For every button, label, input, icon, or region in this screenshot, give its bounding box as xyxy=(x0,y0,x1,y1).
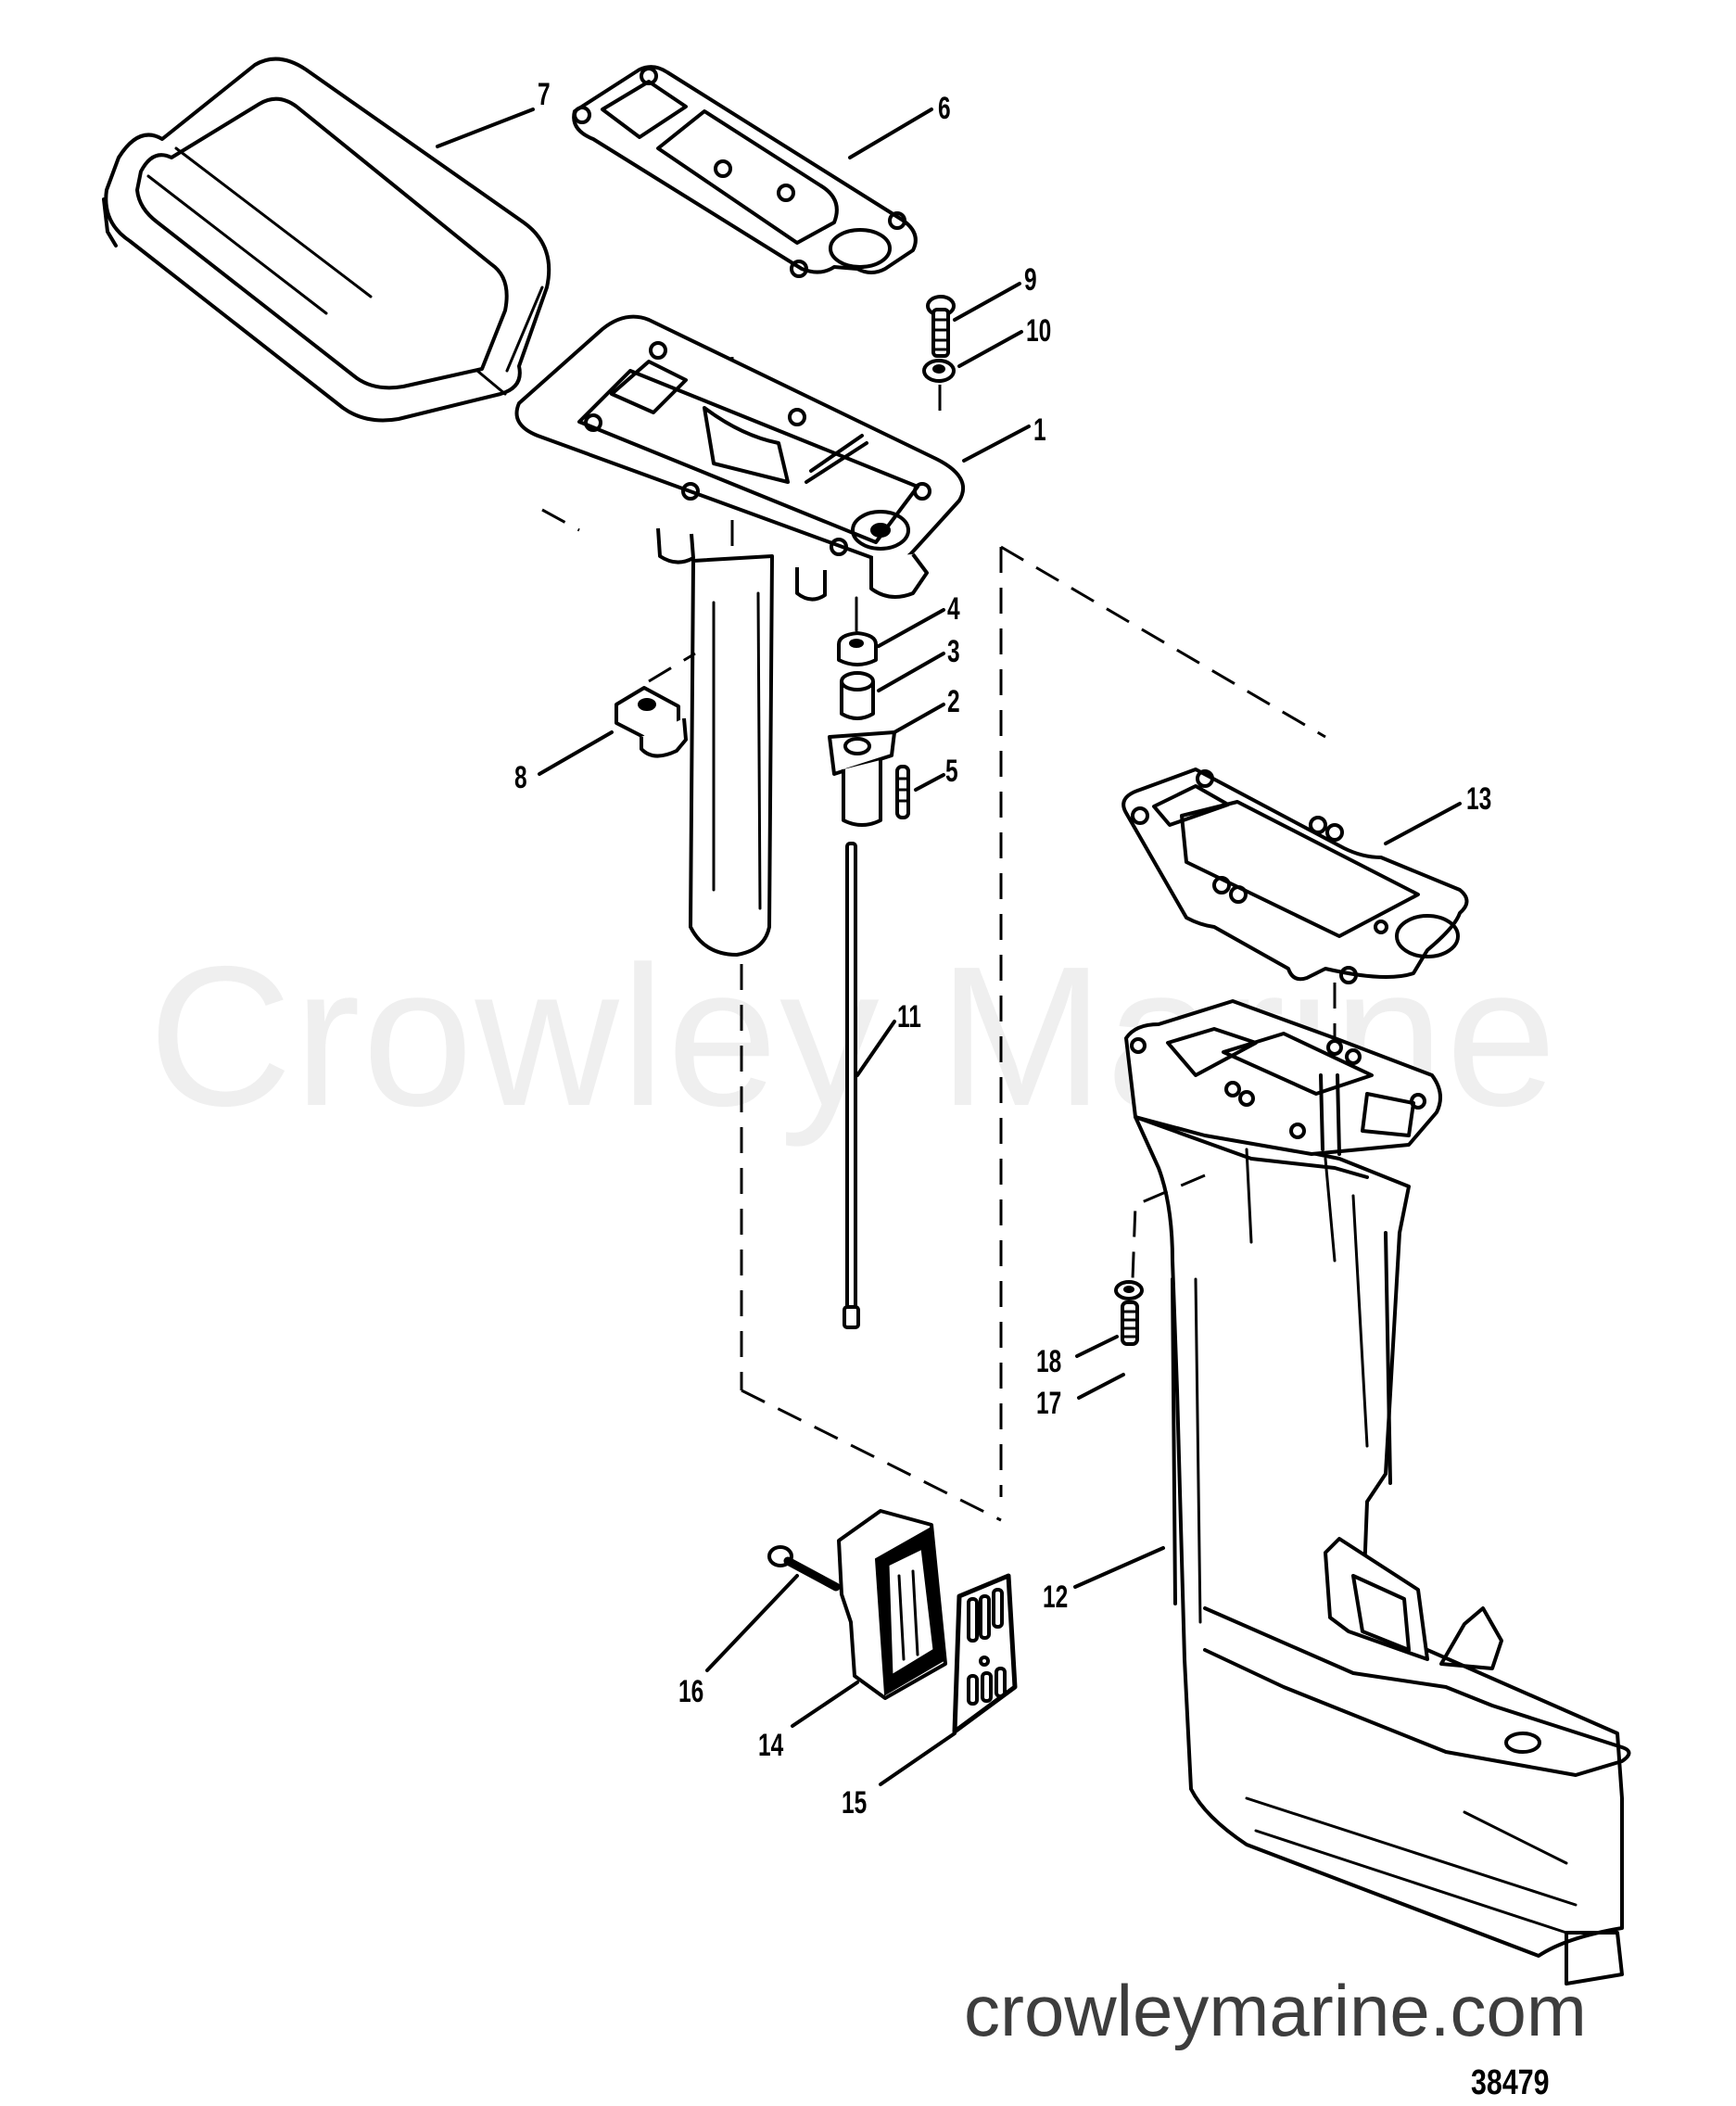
callout-4: 4 xyxy=(947,591,960,627)
callout-3: 3 xyxy=(947,634,960,669)
alignment-line xyxy=(1000,545,1326,739)
part-3-bushing xyxy=(840,671,875,720)
diagram-number: 38479 xyxy=(1471,2063,1550,2102)
callout-9: 9 xyxy=(1024,262,1037,298)
callout-10: 10 xyxy=(1026,313,1052,349)
callout-14: 14 xyxy=(758,1728,784,1763)
leader-line-12 xyxy=(1073,1546,1165,1589)
callout-2: 2 xyxy=(947,684,960,719)
alignment-line xyxy=(741,1389,1002,1522)
part-6-gasket-upper xyxy=(572,65,918,278)
leader-line-16 xyxy=(705,1574,799,1672)
callout-17: 17 xyxy=(1036,1386,1062,1421)
leader-line-4 xyxy=(877,608,945,648)
callout-13: 13 xyxy=(1466,781,1492,817)
callout-1: 1 xyxy=(1033,412,1046,448)
callout-11: 11 xyxy=(897,999,921,1034)
callout-12: 12 xyxy=(1043,1580,1069,1615)
part-11-water-tube xyxy=(843,842,860,1329)
part-10-washer xyxy=(922,359,956,383)
alignment-line xyxy=(1131,1174,1206,1280)
callout-7: 7 xyxy=(538,77,551,112)
part-2-bushing-housing xyxy=(828,730,896,827)
callout-6: 6 xyxy=(938,91,951,126)
callout-15: 15 xyxy=(842,1785,868,1821)
part-9-screw xyxy=(926,295,956,358)
callout-5: 5 xyxy=(945,754,958,789)
leader-line-6 xyxy=(848,108,933,159)
leader-line-15 xyxy=(879,1732,957,1786)
alignment-line xyxy=(541,508,580,532)
part-4-seal xyxy=(837,631,878,666)
part-17-screw xyxy=(1121,1300,1139,1346)
part-13-gasket-lower xyxy=(1121,768,1469,984)
part-14-cover xyxy=(837,1509,947,1700)
leader-line-10 xyxy=(957,330,1023,368)
leader-line-2 xyxy=(893,703,945,734)
alignment-line xyxy=(648,652,696,683)
part-8-clip xyxy=(615,686,688,758)
leader-line-17 xyxy=(1077,1373,1125,1400)
footer-url: crowleymarine.com xyxy=(964,1970,1587,2051)
leader-line-8 xyxy=(538,730,614,776)
leader-line-13 xyxy=(1384,802,1462,845)
part-18-washer xyxy=(1114,1280,1144,1300)
part-12-driveshaft-housing xyxy=(1124,999,1631,1985)
callout-16: 16 xyxy=(678,1674,704,1709)
leader-line-7 xyxy=(436,108,535,148)
leader-line-5 xyxy=(914,773,945,792)
leader-line-9 xyxy=(953,282,1021,322)
callout-18: 18 xyxy=(1036,1344,1062,1379)
part-15-gasket xyxy=(952,1573,1018,1734)
part-16-screw xyxy=(767,1545,841,1592)
leader-line-1 xyxy=(962,425,1031,463)
callout-8: 8 xyxy=(514,760,527,795)
leader-line-18 xyxy=(1075,1335,1119,1358)
leader-line-14 xyxy=(791,1681,859,1728)
part-7-seal-ring xyxy=(102,57,551,423)
part-1-adaptor-plate xyxy=(514,314,965,602)
part-5-screw xyxy=(895,765,910,819)
leader-line-11 xyxy=(855,1020,896,1077)
driveshaft-tube xyxy=(689,554,774,957)
leader-line-3 xyxy=(877,652,945,692)
